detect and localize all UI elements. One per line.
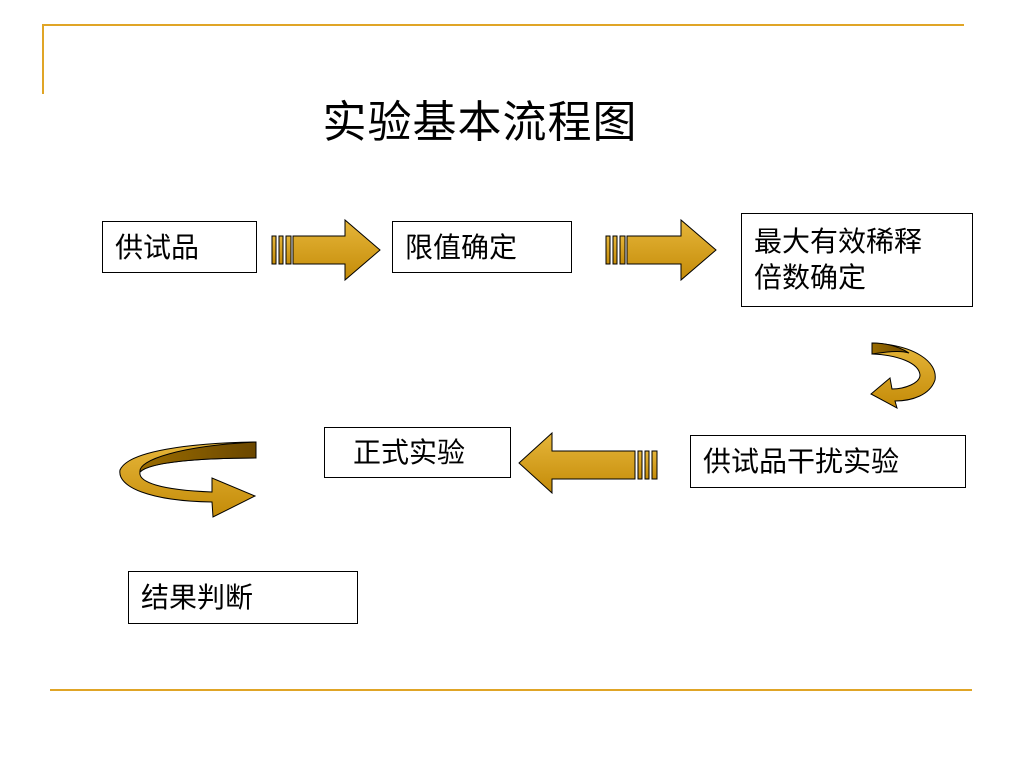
page-title: 实验基本流程图	[322, 97, 638, 148]
step-label: 供试品	[115, 231, 200, 264]
arrow-right-1	[271, 218, 381, 282]
arrow-right-2	[605, 218, 717, 282]
step-test-article: 供试品	[102, 221, 257, 273]
step-label: 正式实验	[353, 436, 466, 469]
step-max-dilution: 最大有效稀释 倍数确定	[741, 213, 973, 307]
step-label: 供试品干扰实验	[703, 445, 900, 478]
top-rule	[42, 24, 964, 26]
step-label: 最大有效稀释 倍数确定	[754, 225, 923, 294]
step-interference-test: 供试品干扰实验	[690, 435, 966, 488]
step-result-judgment: 结果判断	[128, 571, 358, 624]
arrow-left-1	[518, 431, 658, 495]
step-label: 限值确定	[405, 231, 518, 264]
bottom-rule	[50, 689, 972, 691]
arrow-curl-left	[119, 441, 257, 518]
step-limit-determination: 限值确定	[392, 221, 572, 273]
arrow-curl-down	[870, 342, 936, 410]
step-formal-experiment: 正式实验	[324, 427, 511, 478]
left-rule	[42, 24, 44, 94]
step-label: 结果判断	[141, 581, 254, 614]
